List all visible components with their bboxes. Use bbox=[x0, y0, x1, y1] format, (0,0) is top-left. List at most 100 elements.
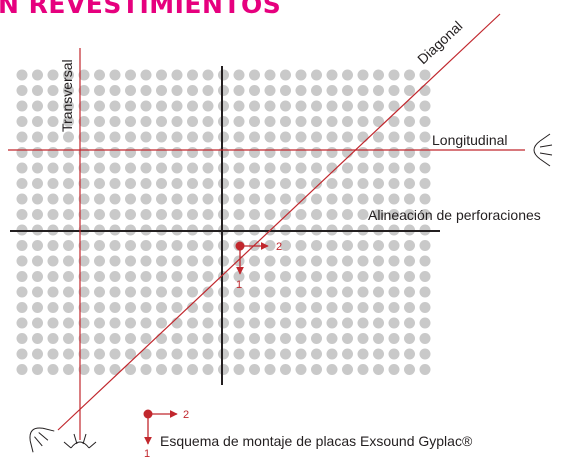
transversal-label: Transversal bbox=[59, 59, 75, 132]
perforation-dot bbox=[202, 116, 214, 127]
perforation-dot bbox=[140, 147, 152, 158]
perforation-dot bbox=[171, 302, 183, 313]
perforation-dot bbox=[171, 85, 183, 96]
perforation-dot bbox=[404, 147, 415, 158]
perforation-dot bbox=[156, 100, 167, 112]
perforation-dot bbox=[388, 193, 400, 205]
perforation-dot bbox=[109, 364, 121, 375]
perforation-dot bbox=[125, 317, 136, 329]
perforation-dot bbox=[171, 240, 183, 251]
perforation-dot bbox=[404, 286, 415, 298]
perforation-dot bbox=[32, 100, 43, 112]
perforation-dot bbox=[47, 162, 59, 174]
perforation-dot bbox=[326, 100, 338, 112]
eye-icon-diagonal bbox=[29, 427, 55, 453]
perforation-dot bbox=[187, 255, 198, 267]
perforation-dot bbox=[32, 147, 43, 158]
perforation-dot bbox=[47, 302, 59, 313]
perforation-dot bbox=[16, 302, 28, 313]
perforation-dot bbox=[94, 162, 105, 174]
perforation-dot bbox=[63, 209, 74, 220]
perforation-dot bbox=[125, 348, 136, 360]
perforation-dot bbox=[357, 255, 369, 267]
perforation-dot bbox=[218, 271, 229, 282]
perforation-dot bbox=[78, 364, 90, 375]
perforation-dot bbox=[63, 317, 74, 329]
axis-1-label: 1 bbox=[236, 279, 242, 291]
perforation-dot bbox=[373, 286, 384, 298]
perforation-dot bbox=[78, 69, 90, 81]
perforation-dot bbox=[295, 178, 307, 189]
perforation-dot bbox=[357, 100, 369, 112]
perforation-dot bbox=[233, 364, 245, 375]
perforation-dot bbox=[419, 100, 431, 112]
perforation-dot bbox=[171, 209, 183, 220]
perforation-dot bbox=[419, 286, 431, 298]
perforation-dot bbox=[280, 286, 291, 298]
perforation-dot bbox=[187, 162, 198, 174]
perforation-dot bbox=[419, 116, 431, 127]
perforation-dot bbox=[125, 162, 136, 174]
perforation-dot bbox=[94, 240, 105, 251]
perforation-dot bbox=[32, 85, 43, 96]
perforation-dot bbox=[280, 240, 291, 251]
perforation-dot bbox=[94, 209, 105, 220]
perforation-dot bbox=[295, 333, 307, 344]
perforation-dot bbox=[342, 147, 353, 158]
perforation-dot bbox=[202, 69, 214, 81]
perforation-dot bbox=[125, 100, 136, 112]
perforation-dot bbox=[373, 162, 384, 174]
perforation-dot bbox=[187, 348, 198, 360]
perforation-dot bbox=[109, 209, 121, 220]
perforation-dot bbox=[140, 255, 152, 267]
perforation-dot bbox=[249, 147, 260, 158]
perforation-dot bbox=[357, 333, 369, 344]
perforation-dot bbox=[311, 178, 322, 189]
perforation-dot bbox=[63, 271, 74, 282]
perforation-dot bbox=[202, 364, 214, 375]
perforation-dot bbox=[16, 178, 28, 189]
footer-axis-2-label: 2 bbox=[183, 409, 189, 421]
perforation-dot bbox=[32, 193, 43, 205]
perforation-dot bbox=[280, 162, 291, 174]
perforation-dot bbox=[32, 317, 43, 329]
perforation-dot bbox=[357, 193, 369, 205]
perforation-dot bbox=[280, 178, 291, 189]
perforation-dot bbox=[311, 209, 322, 220]
perforation-dot bbox=[357, 85, 369, 96]
perforation-dot bbox=[187, 333, 198, 344]
perforation-dot bbox=[109, 348, 121, 360]
perforation-dot bbox=[63, 364, 74, 375]
perforation-dot bbox=[140, 69, 152, 81]
perforation-dot bbox=[125, 147, 136, 158]
perforation-dot bbox=[187, 178, 198, 189]
perforation-dot bbox=[326, 255, 338, 267]
perforation-dot bbox=[388, 317, 400, 329]
perforation-dot bbox=[419, 317, 431, 329]
perforation-dot bbox=[342, 317, 353, 329]
perforation-dot bbox=[47, 147, 59, 158]
perforation-dot bbox=[202, 317, 214, 329]
perforation-dot bbox=[94, 364, 105, 375]
perforation-dot bbox=[326, 348, 338, 360]
perforation-dot bbox=[264, 178, 276, 189]
perforation-dot bbox=[32, 116, 43, 127]
perforation-dot bbox=[187, 193, 198, 205]
perforation-dot bbox=[326, 193, 338, 205]
perforation-dot bbox=[32, 240, 43, 251]
perforation-dot bbox=[311, 302, 322, 313]
perforation-dot bbox=[63, 100, 74, 112]
perforation-dot bbox=[94, 348, 105, 360]
perforation-dot bbox=[342, 131, 353, 143]
perforation-dot bbox=[171, 116, 183, 127]
perforation-dot bbox=[16, 147, 28, 158]
perforation-dot bbox=[171, 364, 183, 375]
perforation-dot bbox=[404, 116, 415, 127]
perforation-dot bbox=[78, 116, 90, 127]
perforation-dot bbox=[78, 85, 90, 96]
perforation-dot bbox=[419, 85, 431, 96]
perforation-dot bbox=[295, 302, 307, 313]
perforation-dot bbox=[233, 116, 245, 127]
perforation-dot bbox=[187, 209, 198, 220]
perforation-dot bbox=[326, 333, 338, 344]
